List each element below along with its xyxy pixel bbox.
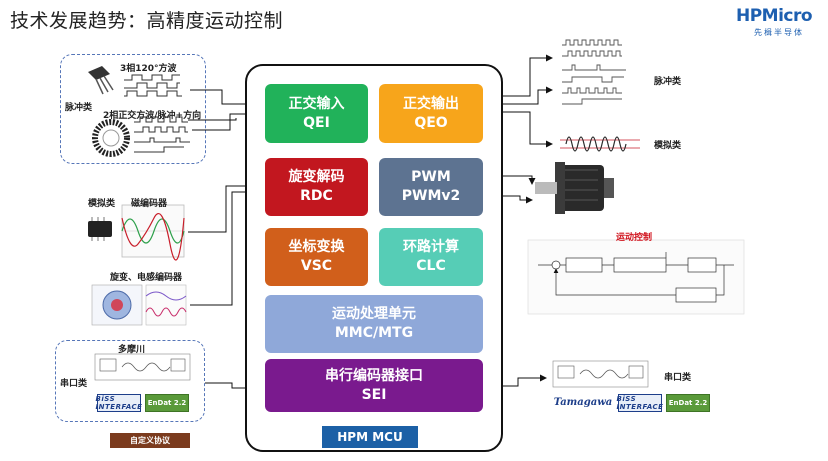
- block-rdc: 旋变解码 RDC: [265, 158, 368, 216]
- block-clc-en: CLC: [416, 258, 446, 274]
- serial-waveform-left: [94, 353, 191, 381]
- block-sei-en: SEI: [361, 386, 387, 403]
- pulse-group-label: 脉冲类: [65, 103, 93, 113]
- custom-protocol-badge: 自定义协议: [110, 433, 190, 448]
- mag-encoder-chip-icon: [88, 217, 112, 241]
- motion-control-diagram: [527, 239, 745, 315]
- hall-waveform: [124, 74, 182, 97]
- logo-subtitle: 先楫半导体: [754, 28, 804, 37]
- resolver-waveform: [145, 284, 187, 326]
- company-logo: HPMicro 先楫半导体: [736, 6, 822, 40]
- block-mmc: 运动处理单元 MMC/MTG: [265, 295, 483, 353]
- serial-vendor-label: 多摩川: [118, 345, 146, 355]
- mag-encoder-label: 磁编码器: [131, 199, 168, 209]
- mcu-label: HPM MCU: [322, 426, 418, 448]
- resolver-label: 旋变、电感编码器: [110, 273, 183, 283]
- pulse-source-group: [60, 54, 206, 164]
- slide-title: 技术发展趋势：高精度运动控制: [10, 10, 284, 32]
- block-clc: 环路计算 CLC: [379, 228, 483, 286]
- block-clc-cn: 环路计算: [403, 239, 459, 255]
- block-sei-cn: 串行编码器接口: [325, 367, 423, 384]
- analog-label-left: 模拟类: [88, 199, 116, 209]
- block-vsc-en: VSC: [300, 258, 333, 274]
- block-pwm: PWM PWMv2: [379, 158, 483, 216]
- block-vsc: 坐标变换 VSC: [265, 228, 368, 286]
- motion-control-title: 运动控制: [616, 233, 653, 243]
- block-qeo-cn: 正交输出: [403, 95, 459, 112]
- biss-badge-left: BiSS INTERFACE: [95, 394, 143, 412]
- quad-label: 2相正交方波/脉冲+方向: [103, 111, 202, 121]
- biss-badge-right: BiSS INTERFACE: [616, 394, 664, 412]
- logo-word: HPMicro: [736, 6, 813, 26]
- endat-badge-left: EnDat 2.2: [145, 394, 189, 412]
- block-mmc-cn: 运动处理单元: [332, 306, 416, 322]
- block-qei-cn: 正交输入: [288, 95, 345, 112]
- hall-label: 3相120°方波: [120, 64, 177, 74]
- block-qei-en: QEI: [303, 114, 330, 131]
- block-qeo-en: QEO: [414, 114, 448, 131]
- block-qei: 正交输入 QEI: [265, 84, 368, 143]
- resolver-icon: [91, 284, 143, 326]
- pulse-output-waveforms: [562, 39, 626, 105]
- ring-encoder-icon: [92, 119, 130, 157]
- servo-motor-icon: [535, 162, 614, 214]
- hall-sensor-icon: [88, 66, 114, 95]
- block-vsc-cn: 坐标变换: [288, 239, 345, 255]
- block-pwm-en: PWMv2: [401, 188, 461, 204]
- serial-label-right: 串口类: [664, 373, 692, 383]
- endat-badge-right: EnDat 2.2: [666, 394, 710, 412]
- block-rdc-cn: 旋变解码: [288, 169, 345, 185]
- tamagawa-logo: Tamagawa: [553, 396, 613, 408]
- quadrature-waveform: [134, 116, 190, 153]
- block-sei: 串行编码器接口 SEI: [265, 359, 483, 412]
- block-rdc-en: RDC: [300, 188, 333, 204]
- serial-source-group: [55, 340, 205, 422]
- block-mmc-en: MMC/MTG: [334, 325, 414, 341]
- sine-graph: [121, 204, 185, 261]
- pulse-label-right: 脉冲类: [654, 77, 682, 87]
- serial-waveform-right: [552, 360, 649, 388]
- analog-output-waveform: [560, 136, 640, 152]
- analog-label-right: 模拟类: [654, 141, 682, 151]
- serial-label-left: 串口类: [60, 379, 88, 389]
- block-qeo: 正交输出 QEO: [379, 84, 483, 143]
- block-pwm-cn: PWM: [411, 169, 451, 185]
